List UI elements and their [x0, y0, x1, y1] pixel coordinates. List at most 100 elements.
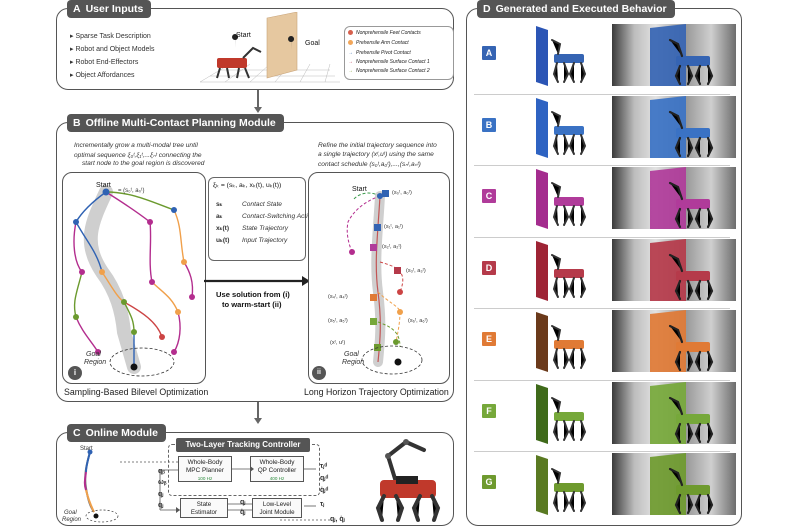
xi-equation: ξₖ = (sₖ, aₖ, xₖ(t), uₖ(t))	[213, 182, 282, 189]
behavior-label-c: C	[482, 189, 496, 203]
hardware-photo-d	[612, 238, 736, 301]
refined-trajectory	[346, 190, 423, 375]
signal-bottom: qⱼ, q̇ⱼ	[330, 516, 345, 523]
signal-q-joint: qⱼ	[158, 491, 164, 498]
legend-arrow-icon: →	[348, 59, 353, 65]
behavior-label-e: E	[482, 332, 496, 346]
hardware-photo-e	[612, 310, 736, 372]
hardware-photo-a	[612, 24, 736, 86]
hardware-photo-c	[612, 167, 736, 229]
robot-with-arm-image	[375, 439, 441, 522]
a-goal-label: Goal	[305, 40, 320, 47]
row-separator	[474, 308, 730, 309]
mpc-rate: 100 Hz	[197, 476, 213, 481]
bullet-3: ▸ Robot End-Effectors	[70, 59, 139, 66]
simulation-render-b	[536, 97, 587, 158]
row-separator	[474, 379, 730, 381]
bullet-4: ▸ Object Affordances	[70, 72, 135, 79]
row-separator	[474, 236, 730, 238]
b-left-desc-2: optimal sequence ξ₀ᵗ,ξ₁ᵗ,...ξₙᵗ connecti…	[74, 152, 202, 159]
traj-tuple-7: (xᵗ, uᵗ)	[330, 340, 346, 346]
traj-tuple-1: (s₁ᵗ, a₁ᵗ)	[384, 224, 403, 230]
qp-rate: 400 Hz	[269, 476, 285, 481]
traj-tuple-0: (s₀ᵗ, a₀ᵗ)	[392, 190, 412, 196]
controller-wiring	[120, 461, 330, 521]
legend-arrow-icon: →	[348, 68, 353, 74]
mpc-planner-box: Whole-Body MPC Planner 100 Hz	[178, 456, 232, 482]
simulation-render-f	[536, 383, 587, 444]
signal-tau-d: τⱼᵈ	[320, 463, 328, 470]
bullet-2: ▸ Robot and Object Models	[70, 46, 155, 53]
hardware-photo-f	[612, 381, 736, 444]
b-left-desc-1: Incrementally grow a multi-modal tree un…	[74, 142, 198, 149]
b-left-desc-3: start node to the goal region is discove…	[82, 160, 205, 167]
warm-start-text-2: to warm-start (ii)	[222, 300, 282, 309]
b-right-goal-2: Region	[342, 359, 365, 366]
signal-tau: τⱼ	[320, 501, 325, 508]
hardware-photo-b	[612, 95, 736, 158]
c-goal-label-1: Goal	[64, 510, 77, 516]
simulation-render-c	[536, 169, 587, 229]
signal-omega-base: ωᵦ	[158, 479, 167, 486]
signal-q-base: qᵦ	[158, 468, 165, 475]
b-goal-label-1: Goal	[86, 351, 101, 358]
estimator-label-2: Estimator	[190, 509, 218, 516]
qp-label-2: QP Controller	[257, 467, 297, 474]
behavior-label-f: F	[482, 403, 496, 418]
b-right-start-label: Start	[352, 186, 367, 193]
def-4: uₖ(t)Input Trajectory	[216, 237, 288, 244]
signal-qdot-joint: q̇ⱼ	[158, 502, 164, 509]
c-goal-label-2: Region	[62, 517, 82, 523]
qp-label-1: Whole-Body	[259, 459, 295, 466]
signal-mid-qdot: q̇ⱼ	[240, 509, 246, 516]
joint-label-2: Joint Module	[259, 509, 295, 516]
legend-box	[344, 26, 454, 80]
signal-q-d: qⱼᵈ	[320, 475, 329, 482]
arrow-down-icon	[254, 107, 262, 113]
arrow-down-icon	[254, 418, 262, 424]
joint-label-1: Low-Level	[262, 501, 292, 508]
b-right-desc-3: contact schedule (s₀ᵗ,a₀ᵗ),...,(sₙᵗ,aₙᵗ)	[318, 161, 421, 168]
legend-item-2: Prehensile Arm Contact	[348, 40, 409, 46]
behavior-label-b: B	[482, 117, 496, 132]
legend-item-5: →Nonprehensile Surface Contact 2	[348, 68, 430, 74]
row-separator	[474, 451, 730, 452]
def-3: xₖ(t)State Trajectory	[216, 225, 289, 232]
multi-modal-tree	[73, 185, 195, 377]
behavior-label-g: G	[482, 475, 496, 489]
connector-a-b	[257, 90, 259, 108]
legend-dot-icon	[348, 40, 353, 46]
behavior-label-a: A	[482, 46, 496, 60]
b-left-caption: Sampling-Based Bilevel Optimization	[64, 387, 209, 397]
legend-item-3: →Prehensile Pivot Contact	[348, 50, 411, 56]
b-right-caption: Long Horizon Trajectory Optimization	[304, 387, 449, 397]
row-separator	[474, 165, 730, 166]
simulation-render-a	[536, 26, 587, 86]
traj-tuple-2: (s₂ᵗ, a₂ᵗ)	[382, 244, 402, 250]
definition-box	[208, 177, 306, 261]
user-inputs-scene	[199, 12, 340, 83]
mpc-label-1: Whole-Body	[187, 459, 223, 466]
simulation-render-g	[536, 455, 587, 515]
simulation-render-e	[536, 312, 587, 372]
estimator-label-1: State	[196, 501, 212, 508]
connector-b-c	[257, 402, 259, 420]
warm-start-text-1: Use solution from (i)	[216, 290, 290, 299]
badge-i: i	[68, 366, 82, 380]
controller-title: Two-Layer Tracking Controller	[176, 438, 310, 452]
legend-dot-icon	[348, 30, 353, 36]
joint-module-box: Low-Level Joint Module	[252, 498, 302, 518]
b-tree-tuple: = (s₀ᵗ, a₀ᵗ)	[118, 188, 145, 194]
b-right-desc-2: a single trajectory (xᵗ,uᵗ) using the sa…	[318, 151, 434, 158]
signal-mid-q: qⱼ	[240, 499, 246, 506]
b-goal-label-2: Region	[84, 359, 107, 366]
row-separator	[474, 93, 730, 95]
a-start-label: Start	[236, 32, 251, 39]
bullet-1: ▸ Sparse Task Description	[70, 33, 151, 40]
state-estimator-box: State Estimator	[180, 498, 228, 518]
